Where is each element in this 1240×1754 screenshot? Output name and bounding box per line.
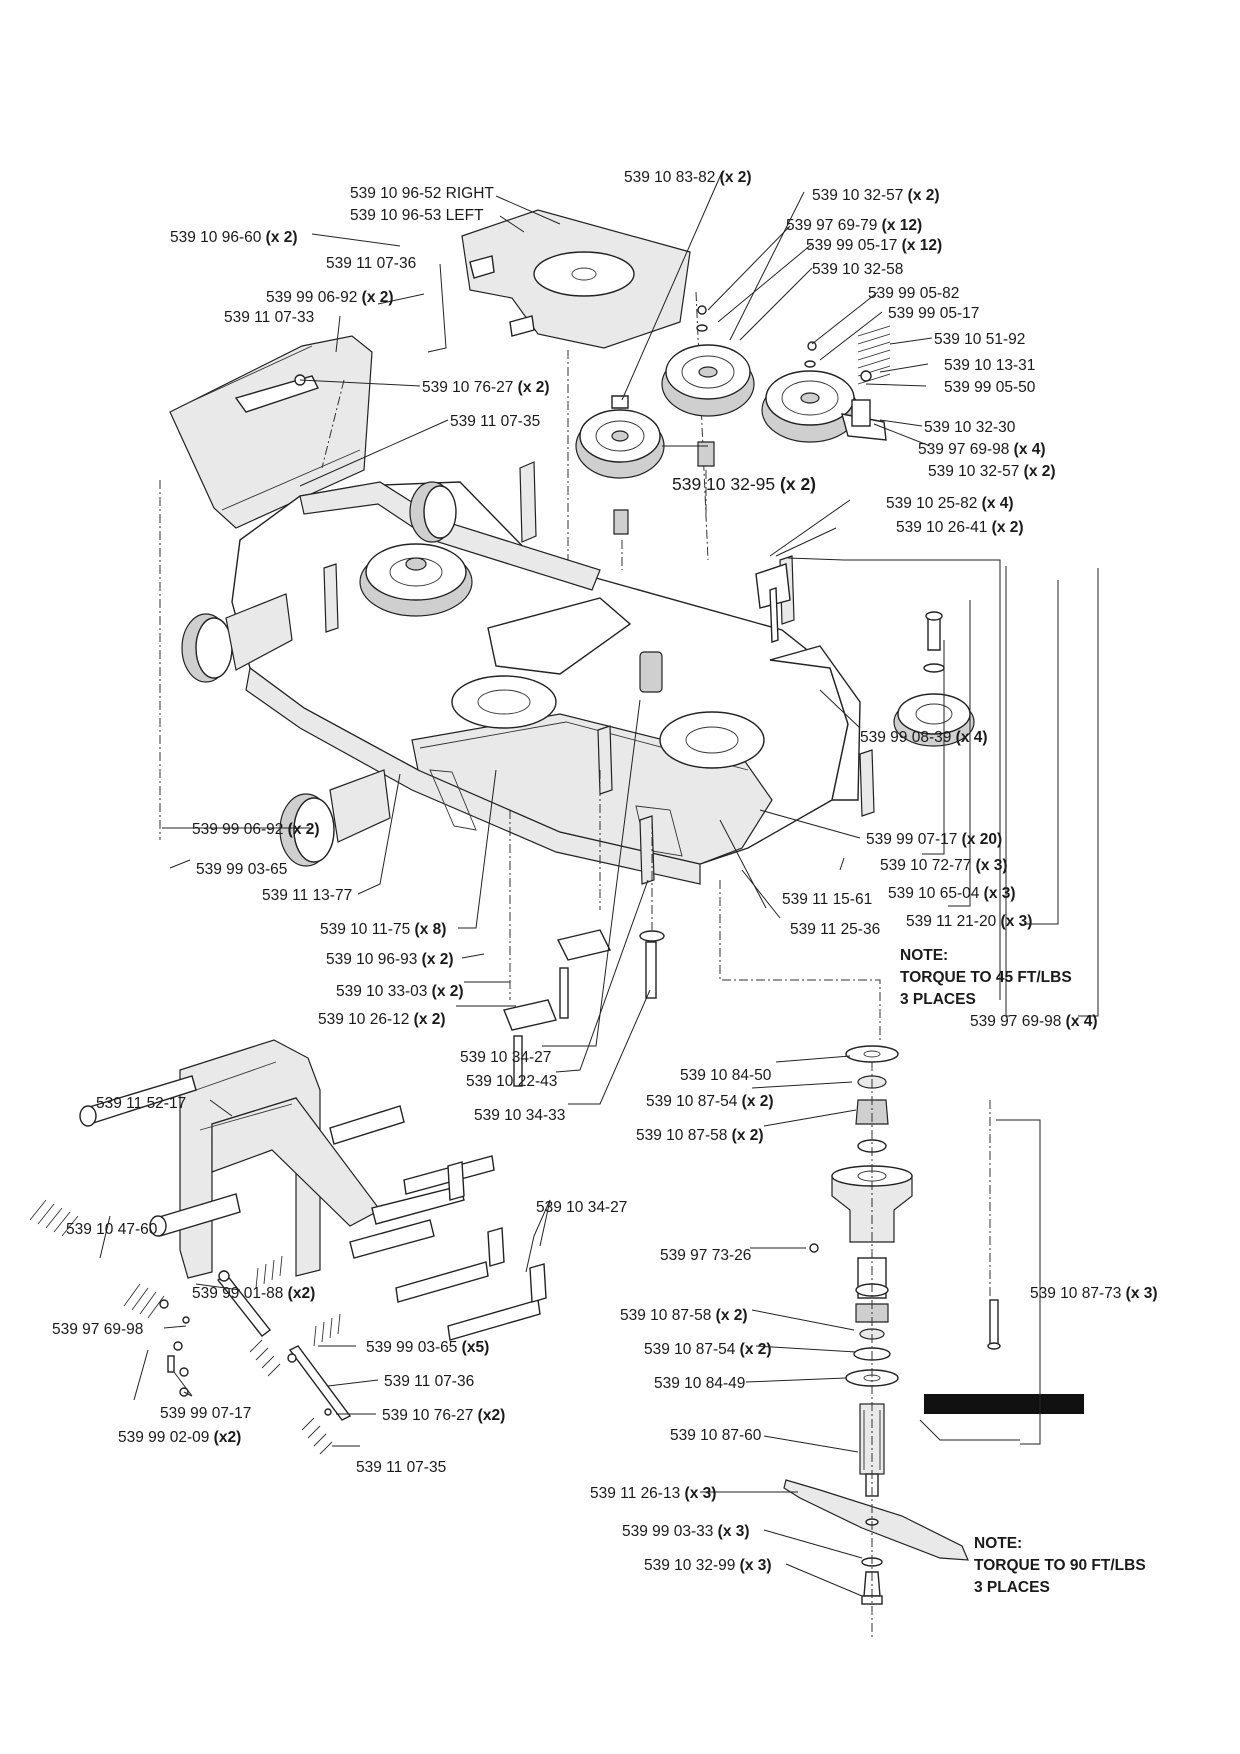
callout-539-97-69-98-top: 539 97 69-98 (x 4) <box>918 441 1046 458</box>
leader-lines <box>99 171 1099 1597</box>
callout-539-11-25-36: 539 11 25-36 <box>790 921 880 938</box>
callout-539-10-32-57: 539 10 32-57 (x 2) <box>812 187 940 204</box>
callout-539-10-13-31: 539 10 13-31 <box>944 357 1035 374</box>
callout-539-11-07-36-top: 539 11 07-36 <box>326 255 416 272</box>
deck-lift-frame <box>29 1039 547 1455</box>
idler-pulley-middle <box>661 305 755 520</box>
callout-539-10-22-43: 539 10 22-43 <box>466 1073 557 1090</box>
callout-539-10-87-58-top: 539 10 87-58 (x 2) <box>636 1127 764 1144</box>
callout-539-10-87-73: 539 10 87-73 (x 3) <box>1030 1285 1158 1302</box>
callout-539-10-33-03: 539 10 33-03 (x 2) <box>336 983 464 1000</box>
callout-539-10-87-54-top: 539 10 87-54 (x 2) <box>646 1093 774 1110</box>
callout-539-99-07-17-frame: 539 99 07-17 <box>160 1405 251 1422</box>
callout-539-10-51-92: 539 10 51-92 <box>934 331 1025 348</box>
callout-539-10-32-99: 539 10 32-99 (x 3) <box>644 1557 772 1574</box>
callout-539-10-32-57-b: 539 10 32-57 (x 2) <box>928 463 1056 480</box>
callout-539-99-03-65-deck: 539 99 03-65 <box>196 861 287 878</box>
part-callouts: 539 10 96-52 RIGHT 539 10 96-53 LEFT 539… <box>52 169 1158 1574</box>
callout-539-11-15-61: 539 11 15-61 <box>782 891 872 908</box>
callout-539-99-05-82: 539 99 05-82 <box>868 285 959 302</box>
callout-539-99-01-88: 539 99 01-88 (x2) <box>192 1285 315 1302</box>
callout-539-10-34-27-frame: 539 10 34-27 <box>536 1199 627 1216</box>
callout-539-10-96-52: 539 10 96-52 RIGHT <box>350 185 494 202</box>
callout-539-10-96-93: 539 10 96-93 (x 2) <box>326 951 454 968</box>
callout-539-10-96-53: 539 10 96-53 LEFT <box>350 207 484 224</box>
callout-539-99-02-09: 539 99 02-09 (x2) <box>118 1429 241 1446</box>
callout-539-11-52-17: 539 11 52-17 <box>96 1095 186 1112</box>
callout-539-10-84-50: 539 10 84-50 <box>680 1067 772 1084</box>
callout-539-10-32-30: 539 10 32-30 <box>924 419 1016 436</box>
callout-539-10-34-27-deck: 539 10 34-27 <box>460 1049 551 1066</box>
callout-539-10-26-41: 539 10 26-41 (x 2) <box>896 519 1024 536</box>
note-90-torque: TORQUE TO 90 FT/LBS <box>974 1557 1146 1574</box>
torque-note-45: NOTE: TORQUE TO 45 FT/LBS 3 PLACES <box>900 947 1072 1008</box>
callout-539-97-73-26: 539 97 73-26 <box>660 1247 751 1264</box>
callout-539-10-72-77: 539 10 72-77 (x 3) <box>880 857 1008 874</box>
callout-539-99-05-17: 539 99 05-17 (x 12) <box>806 237 942 254</box>
callout-539-11-07-35-top: 539 11 07-35 <box>450 413 540 430</box>
idler-pulley-left <box>575 395 665 570</box>
callout-539-11-21-20: 539 11 21-20 (x 3) <box>906 913 1032 930</box>
callout-539-10-96-60: 539 10 96-60 (x 2) <box>170 229 298 246</box>
callout-539-97-69-98-right: 539 97 69-98 (x 4) <box>970 1013 1098 1030</box>
callout-539-10-25-82: 539 10 25-82 (x 4) <box>886 495 1014 512</box>
callout-539-11-07-35-frame: 539 11 07-35 <box>356 1459 446 1476</box>
callout-539-10-32-95: 539 10 32-95 (x 2) <box>672 474 816 494</box>
note-90-heading: NOTE: <box>974 1535 1022 1552</box>
callout-539-11-13-77: 539 11 13-77 <box>262 887 352 904</box>
callout-539-10-11-75: 539 10 11-75 (x 8) <box>320 921 446 938</box>
note-45-places: 3 PLACES <box>900 991 976 1008</box>
callout-539-99-06-92-top: 539 99 06-92 (x 2) <box>266 289 394 306</box>
callout-539-99-03-65-frame: 539 99 03-65 (x5) <box>366 1339 489 1356</box>
callout-539-10-65-04: 539 10 65-04 (x 3) <box>888 885 1016 902</box>
note-90-places: 3 PLACES <box>974 1579 1050 1596</box>
torque-note-90: NOTE: TORQUE TO 90 FT/LBS 3 PLACES <box>974 1535 1146 1596</box>
callout-539-11-07-36-frame: 539 11 07-36 <box>384 1373 474 1390</box>
callout-539-10-26-12: 539 10 26-12 (x 2) <box>318 1011 446 1028</box>
spindle-assembly <box>783 1045 1084 1640</box>
callout-539-99-06-92-bottom: 539 99 06-92 (x 2) <box>192 821 320 838</box>
callout-539-10-87-58-bottom: 539 10 87-58 (x 2) <box>620 1307 748 1324</box>
callout-539-10-76-27-top: 539 10 76-27 (x 2) <box>422 379 550 396</box>
callout-539-99-08-39: 539 99 08-39 (x 4) <box>860 729 988 746</box>
callout-539-11-07-33: 539 11 07-33 <box>224 309 314 326</box>
callout-539-99-05-17-b: 539 99 05-17 <box>888 305 979 322</box>
callout-539-99-03-33: 539 99 03-33 (x 3) <box>622 1523 750 1540</box>
redacted-bar <box>924 1394 1084 1414</box>
callout-539-99-07-17-deck: 539 99 07-17 (x 20) <box>866 831 1002 848</box>
callout-539-97-69-79: 539 97 69-79 (x 12) <box>786 217 922 234</box>
callout-539-10-87-60: 539 10 87-60 <box>670 1427 762 1444</box>
callout-539-10-34-33: 539 10 34-33 <box>474 1107 565 1124</box>
callout-539-10-76-27-frame: 539 10 76-27 (x2) <box>382 1407 505 1424</box>
callout-539-10-87-54-bottom: 539 10 87-54 (x 2) <box>644 1341 772 1358</box>
note-45-torque: TORQUE TO 45 FT/LBS <box>900 969 1072 986</box>
callout-539-97-69-98-frame: 539 97 69-98 <box>52 1321 143 1338</box>
callout-539-10-32-58: 539 10 32-58 <box>812 261 903 278</box>
callout-539-10-83-82: 539 10 83-82 (x 2) <box>624 169 752 186</box>
mower-deck <box>231 481 861 885</box>
callout-539-99-05-50: 539 99 05-50 <box>944 379 1036 396</box>
idler-pulley-arm <box>761 325 891 443</box>
belt-cover <box>461 209 709 561</box>
note-45-heading: NOTE: <box>900 947 948 964</box>
callout-539-11-26-13: 539 11 26-13 (x 3) <box>590 1485 716 1502</box>
callout-539-10-84-49: 539 10 84-49 <box>654 1375 745 1392</box>
grass-deflector <box>159 335 373 840</box>
deck-hardware <box>503 563 975 1087</box>
callout-539-10-47-60: 539 10 47-60 <box>66 1221 158 1238</box>
